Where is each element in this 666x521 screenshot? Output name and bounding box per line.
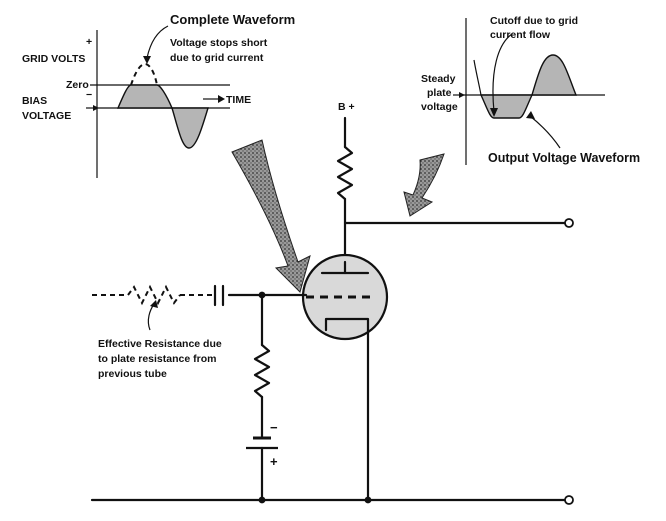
clipped-negative-half (479, 94, 534, 119)
due-to-grid-current-text: due to grid current (170, 52, 264, 64)
time-label: TIME (226, 94, 251, 106)
steady-label-line3: voltage (421, 101, 458, 113)
bias-arrow-head (93, 105, 99, 111)
zero-label: Zero (66, 79, 89, 91)
cutoff-line1: Cutoff due to grid (490, 15, 578, 27)
grid-stippled-arrow (231, 139, 311, 293)
complete-waveform-pointer (146, 25, 169, 59)
bias-label: BIAS (22, 95, 47, 107)
plate-waveform-graph: Cutoff due to grid current flow Steady p… (421, 15, 640, 165)
ground-terminal (564, 495, 574, 505)
complete-waveform-pointer-head (143, 56, 151, 64)
complete-waveform-dashed-peak (130, 62, 158, 86)
cutoff-pointer (492, 33, 513, 113)
output-terminal (564, 218, 574, 228)
cutoff-pointer-head (490, 108, 498, 117)
grid-volts-label: GRID VOLTS (22, 53, 85, 65)
time-arrow-head (218, 95, 225, 103)
steady-label-line1: Steady (421, 73, 456, 85)
clipped-positive-half (116, 84, 174, 109)
battery-minus-sign: − (270, 420, 278, 435)
grid-waveform-graph: Complete Waveform Voltage stops short du… (22, 12, 295, 178)
effective-resistance-line2: to plate resistance from (98, 353, 216, 365)
output-waveform-pointer (529, 115, 561, 149)
steady-label-line2: plate (427, 87, 452, 99)
voltage-label: VOLTAGE (22, 110, 71, 122)
complete-waveform-title: Complete Waveform (170, 12, 295, 27)
effective-resistance-zigzag (127, 284, 181, 306)
grid-plus-sign: + (86, 36, 92, 48)
negative-half-wave (171, 107, 209, 149)
voltage-stops-short-text: Voltage stops short (170, 37, 268, 49)
grid-minus-sign: − (86, 89, 92, 101)
tube-circuit: − + B + Effective Resistance due to plat… (90, 101, 574, 505)
output-wave-leadin (473, 59, 482, 96)
effective-resistance-pointer (147, 303, 155, 331)
output-voltage-waveform-title: Output Voltage Waveform (488, 151, 640, 165)
positive-half-wave (531, 54, 578, 96)
plate-resistor (336, 145, 354, 201)
plate-stippled-arrow (403, 153, 445, 217)
cutoff-line2: current flow (490, 29, 551, 41)
steady-arrow-head (459, 92, 465, 98)
grid-leak-resistor (253, 343, 271, 399)
tube-cathode (324, 317, 370, 332)
ground-junction-left (258, 496, 266, 504)
battery-plus-sign: + (270, 454, 278, 469)
effective-resistance-line3: previous tube (98, 368, 167, 380)
b-plus-label: B + (338, 101, 355, 113)
effective-resistance-line1: Effective Resistance due (98, 338, 222, 350)
output-waveform-pointer-head (526, 111, 535, 119)
effective-resistance-pointer-head (150, 300, 158, 308)
ground-junction-right (364, 496, 372, 504)
